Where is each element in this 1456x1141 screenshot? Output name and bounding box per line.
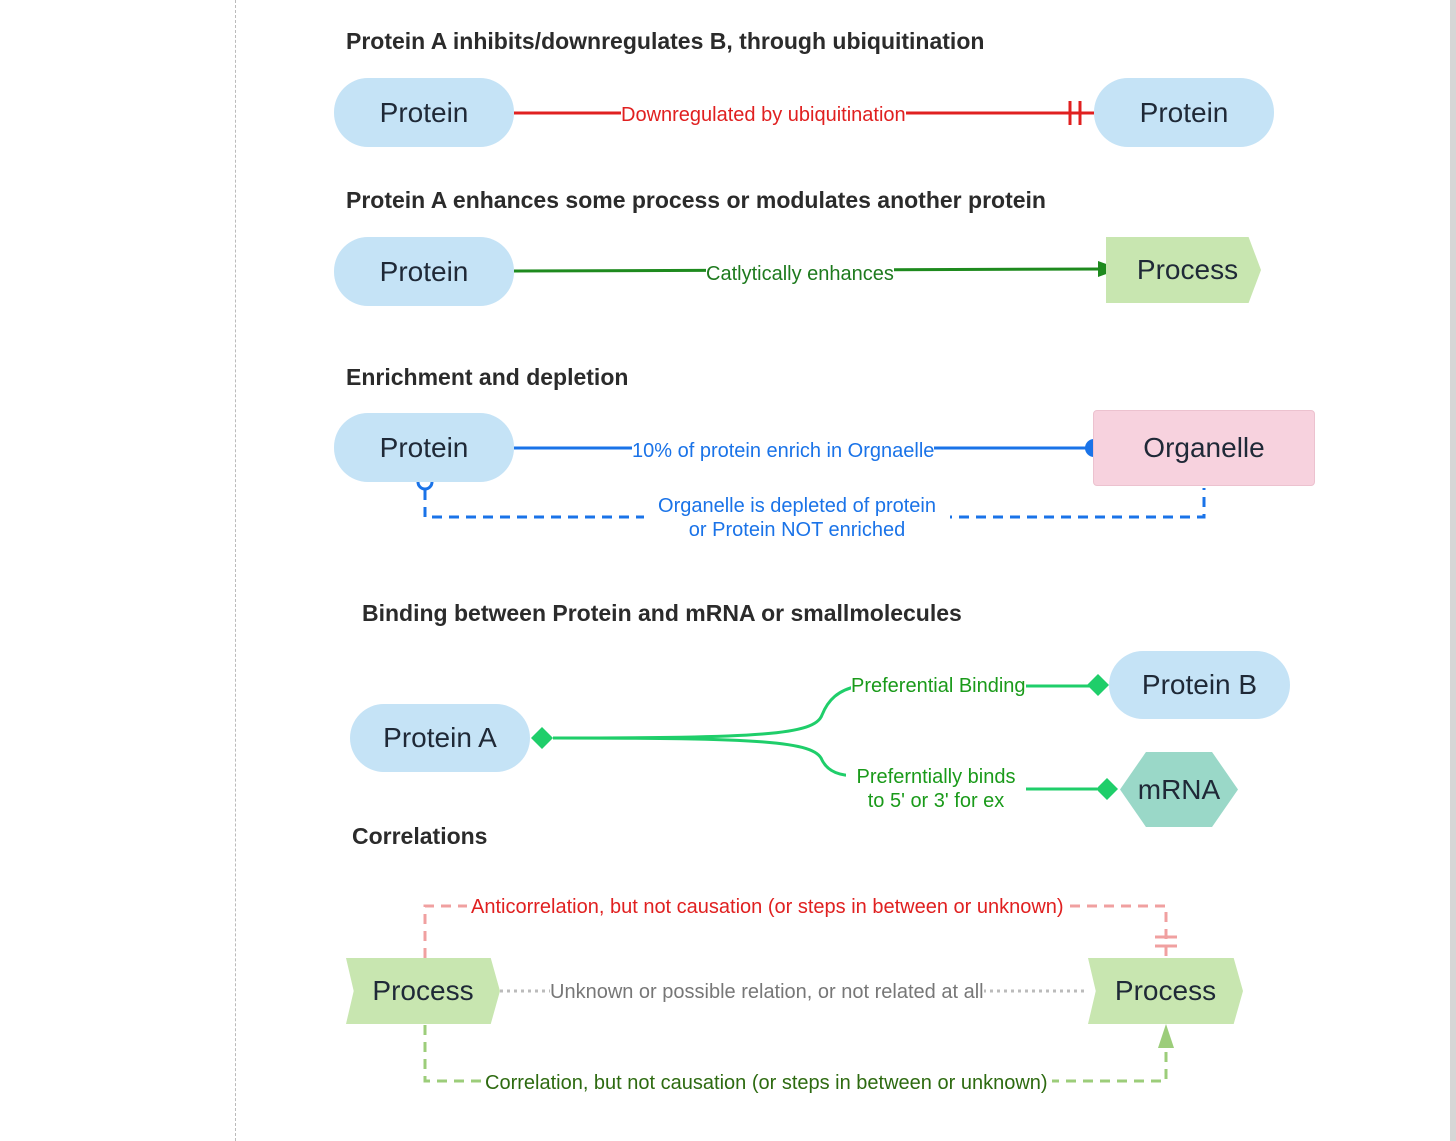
heading-enhance: Protein A enhances some process or modul… xyxy=(346,187,1046,213)
binding-connector-lower xyxy=(552,736,859,778)
label-binds-line1: Preferntially binds xyxy=(856,766,1016,788)
node-process-left: Process xyxy=(346,958,500,1024)
left-divider xyxy=(235,0,236,1141)
node-protein-target-1: Protein xyxy=(1094,78,1274,147)
label-preferential-binding: Preferential Binding xyxy=(851,674,1026,698)
binding-diamond-mrna xyxy=(1096,778,1118,800)
label-unknown: Unknown or possible relation, or not rel… xyxy=(550,980,984,1004)
heading-enrichment: Enrichment and depletion xyxy=(346,364,629,390)
label-deplete: Organelle is depleted of protein or Prot… xyxy=(644,494,950,542)
heading-correlations: Correlations xyxy=(352,823,488,849)
label-deplete-line1: Organelle is depleted of protein xyxy=(658,495,936,517)
node-protein-a: Protein A xyxy=(350,704,530,772)
anticorrelation-connector xyxy=(423,904,1168,958)
node-mrna: mRNA xyxy=(1120,752,1238,827)
label-binds-line2: to 5' or 3' for ex xyxy=(867,790,1005,812)
label-anticorrelation: Anticorrelation, but not causation (or s… xyxy=(467,895,1068,919)
label-enhance: Catlytically enhances xyxy=(706,262,894,286)
label-correlation: Correlation, but not causation (or steps… xyxy=(481,1071,1052,1095)
enrich-endpoint xyxy=(1085,439,1094,457)
correlation-arrowhead xyxy=(1158,1024,1174,1048)
node-process-right: Process xyxy=(1088,958,1243,1024)
right-edge-bar xyxy=(1450,0,1456,1141)
label-inhibit: Downregulated by ubiquitination xyxy=(621,103,906,127)
binding-diamond-b xyxy=(1087,674,1109,696)
node-protein-source-1: Protein xyxy=(334,78,514,147)
heading-inhibit: Protein A inhibits/downregulates B, thro… xyxy=(346,28,985,54)
node-protein-source-2: Protein xyxy=(334,237,514,306)
node-protein-b: Protein B xyxy=(1109,651,1290,719)
node-process-2: Process xyxy=(1106,237,1261,303)
label-deplete-line2: or Protein NOT enriched xyxy=(688,519,906,541)
heading-binding: Binding between Protein and mRNA or smal… xyxy=(362,600,962,626)
binding-source-diamond xyxy=(531,727,553,749)
node-protein-source-3: Protein xyxy=(334,413,514,482)
node-organelle: Organelle xyxy=(1093,410,1315,486)
label-preferentially-binds: Preferntially binds to 5' or 3' for ex xyxy=(846,765,1026,813)
label-enrich: 10% of protein enrich in Orgnaelle xyxy=(632,439,935,463)
